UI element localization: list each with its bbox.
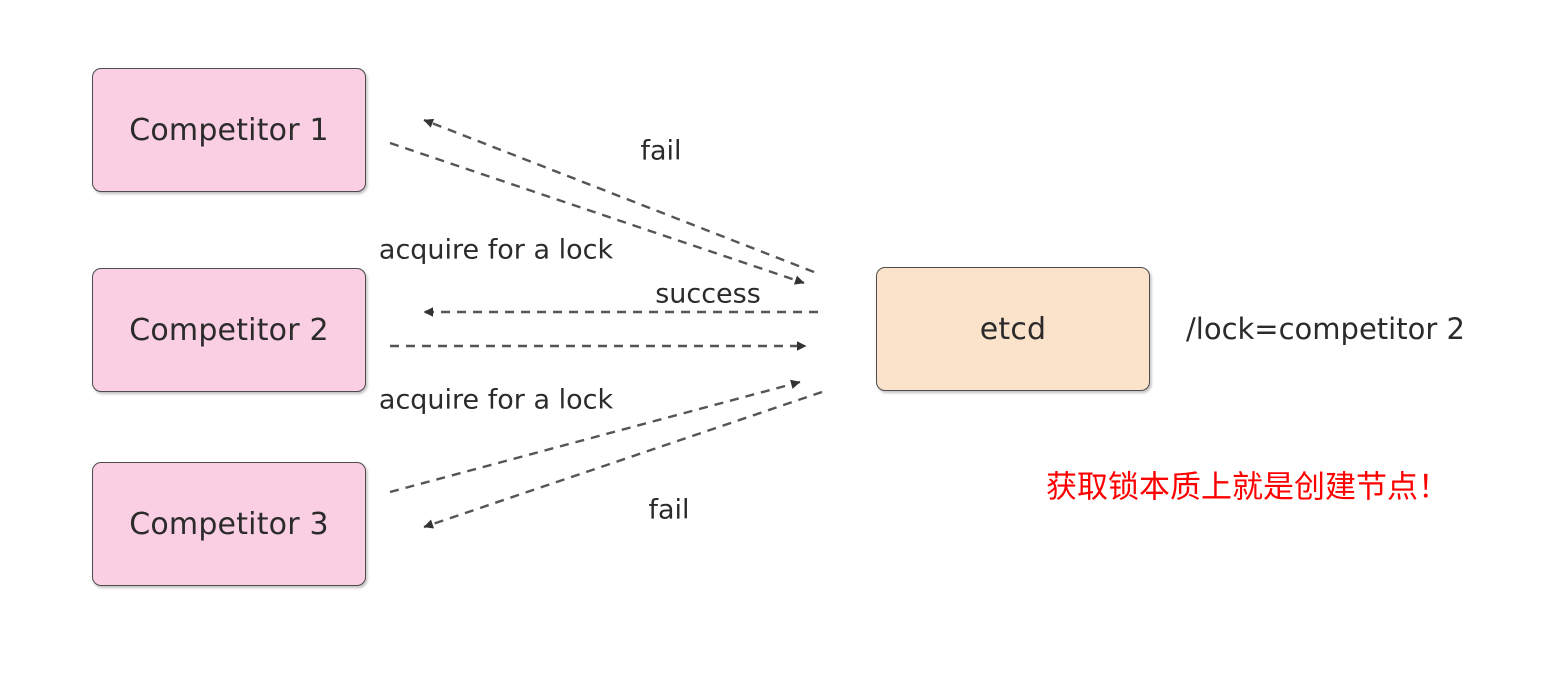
edge-etcd-to-competitor-3: [423, 390, 823, 529]
annotation-warning: 获取锁本质上就是创建节点！: [1046, 469, 1449, 506]
edge-etcd-to-competitor-1: [423, 118, 815, 274]
node-competitor-3-label: Competitor 3: [129, 506, 329, 542]
edge-label-acquire-top: acquire for a lock: [378, 234, 614, 266]
node-competitor-1-label: Competitor 1: [129, 112, 329, 148]
edge-label-fail-top: fail: [640, 135, 682, 167]
annotation-lock-key: /lock=competitor 2: [1186, 312, 1465, 346]
edge-competitor-1-to-etcd: [389, 141, 805, 285]
node-competitor-3[interactable]: Competitor 3: [92, 462, 366, 586]
edge-label-acquire-bottom: acquire for a lock: [378, 384, 614, 416]
node-etcd-label: etcd: [979, 311, 1047, 347]
node-competitor-2-label: Competitor 2: [129, 312, 329, 348]
node-etcd[interactable]: etcd: [876, 267, 1150, 391]
node-competitor-1[interactable]: Competitor 1: [92, 68, 366, 192]
edge-label-success: success: [655, 278, 761, 310]
edge-label-fail-bottom: fail: [648, 494, 690, 526]
node-competitor-2[interactable]: Competitor 2: [92, 268, 366, 392]
edge-competitor-3-to-etcd: [389, 379, 801, 494]
